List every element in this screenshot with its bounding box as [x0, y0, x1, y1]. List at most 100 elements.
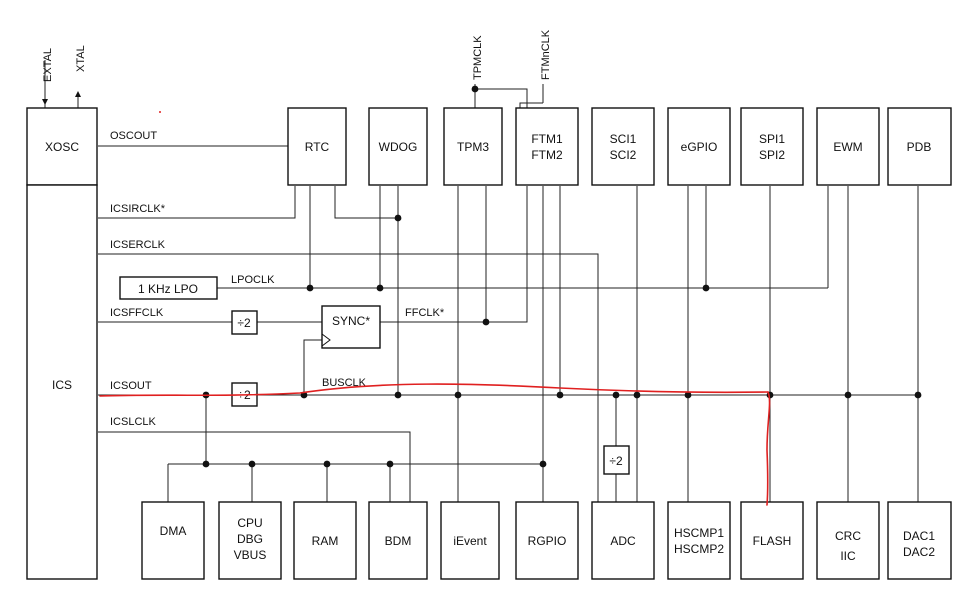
ftm-block — [515, 107, 579, 186]
dma-block — [141, 501, 205, 580]
ffclk-label: FFCLK* — [405, 307, 445, 319]
junction-dot — [202, 460, 210, 468]
crc-block — [816, 501, 880, 580]
junction-dot — [684, 391, 692, 399]
tpmclk-label: TPMCLK — [472, 35, 484, 80]
junction-dot — [844, 391, 852, 399]
hscmp-label-2: HSCMP2 — [674, 542, 724, 556]
adc-label: ADC — [610, 534, 636, 548]
sync-clock-input — [303, 339, 322, 395]
adc-divider — [603, 445, 630, 475]
handwritten-annotation — [99, 111, 771, 506]
junction-dot — [482, 318, 490, 326]
signal-labels: EXTAL XTAL TPMCLK FTMnCLK OSCOUT ICSIRCL… — [42, 29, 552, 428]
ics-block — [26, 184, 98, 580]
ics-label: ICS — [52, 378, 72, 392]
sync-clock-triangle — [321, 333, 331, 347]
egpio-label: eGPIO — [681, 140, 718, 154]
ievent-label: iEvent — [453, 534, 487, 548]
lpo-block — [119, 276, 218, 300]
oscout-label: OSCOUT — [110, 130, 157, 142]
hscmp-label-1: HSCMP1 — [674, 526, 724, 540]
icserclk-wire — [98, 253, 599, 502]
sync-block — [321, 305, 381, 349]
sci-label-2: SCI2 — [610, 148, 637, 162]
sci-block — [591, 107, 655, 186]
junction-dot — [394, 214, 402, 222]
pdb-label: PDB — [907, 140, 932, 154]
junction-dot — [702, 284, 710, 292]
xosc-label: XOSC — [45, 140, 79, 154]
junction-dot — [914, 391, 922, 399]
tpmclk-branch — [475, 88, 528, 108]
ftm-label-1: FTM1 — [531, 132, 563, 146]
adc-divider-label: ÷2 — [609, 454, 623, 468]
icsffclk-divider — [231, 310, 258, 335]
cpu-label-3: VBUS — [234, 548, 267, 562]
bdm-block — [368, 501, 428, 580]
junction-dot — [248, 460, 256, 468]
icsirclk-label: ICSIRCLK* — [110, 203, 166, 215]
blocks: XOSC ICS RTC WDOG TPM3 FTM1 FTM2 SCI1 SC… — [26, 107, 952, 580]
rtc-block — [287, 107, 347, 186]
junction-dot — [386, 460, 394, 468]
icsffclk-label: ICSFFCLK — [110, 307, 164, 319]
icsirclk-wire — [98, 186, 296, 219]
sync-label: SYNC* — [332, 314, 370, 328]
icslclk-wire — [98, 431, 411, 502]
wdog-block — [368, 107, 428, 186]
flash-block — [740, 501, 804, 580]
pdb-block — [887, 107, 952, 186]
dma-label: DMA — [160, 524, 187, 538]
spi-label-2: SPI2 — [759, 148, 785, 162]
hscmp-block — [667, 501, 731, 580]
dac-block — [887, 501, 952, 580]
dac-label-1: DAC1 — [903, 529, 935, 543]
crc-label-1: CRC — [835, 529, 861, 543]
junction-dot — [376, 284, 384, 292]
rgpio-label: RGPIO — [528, 534, 567, 548]
wdog-label: WDOG — [379, 140, 418, 154]
junction-dots — [202, 85, 922, 468]
xosc-block — [26, 107, 98, 186]
ftmnclk-label: FTMnCLK — [540, 29, 552, 80]
junction-dot — [556, 391, 564, 399]
junction-dot — [612, 391, 620, 399]
tpm3-block — [443, 107, 503, 186]
junction-dot — [323, 460, 331, 468]
junction-dot — [306, 284, 314, 292]
icserclk-label: ICSERCLK — [110, 239, 166, 251]
cpu-label-2: DBG — [237, 532, 263, 546]
icslclk-label: ICSLCLK — [110, 416, 157, 428]
egpio-block — [667, 107, 731, 186]
icsffclk-divider-label: ÷2 — [237, 316, 251, 330]
junction-dot — [471, 85, 479, 93]
xtal-label: XTAL — [75, 45, 87, 72]
bdm-label: BDM — [385, 534, 412, 548]
ewm-label: EWM — [833, 140, 862, 154]
rtc-label: RTC — [305, 140, 330, 154]
ievent-block — [440, 501, 500, 580]
junction-dot — [454, 391, 462, 399]
ftm-label-2: FTM2 — [531, 148, 563, 162]
junction-dot — [633, 391, 641, 399]
junction-dot — [539, 460, 547, 468]
ftmnclk-join — [519, 102, 543, 108]
cpu-label-1: CPU — [237, 516, 262, 530]
spi-label-1: SPI1 — [759, 132, 785, 146]
adc-block — [591, 501, 655, 580]
extal-label: EXTAL — [42, 48, 54, 82]
ffclk-wire — [380, 186, 528, 323]
sci-label-1: SCI1 — [610, 132, 637, 146]
annotation-flash-stroke — [766, 391, 771, 506]
rtc-to-wdog-wire — [334, 186, 399, 219]
ram-label: RAM — [312, 534, 339, 548]
tpm3-label: TPM3 — [457, 140, 489, 154]
lpo-label: 1 KHz LPO — [138, 282, 198, 296]
junction-dot — [394, 391, 402, 399]
annotation-busclk-stroke — [99, 383, 769, 397]
annotation-stray-mark — [159, 111, 161, 113]
lpoclk-label: LPOCLK — [231, 274, 275, 286]
busclk-label: BUSCLK — [322, 377, 367, 389]
